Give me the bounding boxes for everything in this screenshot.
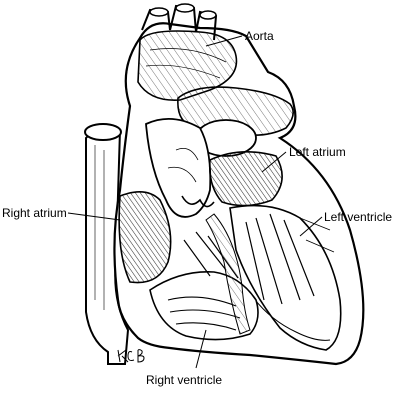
- label-right-ventricle: Right ventricle: [146, 373, 222, 387]
- septum: [205, 213, 251, 335]
- pulmonary-trunk: [177, 86, 294, 157]
- left-atrium: [208, 151, 283, 207]
- left-ventricle-leader: [299, 216, 323, 237]
- label-right-atrium: Right atrium: [2, 206, 67, 220]
- left-ventricle: [229, 204, 342, 351]
- chamber-walls: [145, 118, 215, 218]
- label-left-ventricle: Left ventricle: [324, 210, 392, 224]
- right-atrium-leader: [67, 212, 121, 221]
- leader-lines: [67, 35, 323, 369]
- label-aorta: Aorta: [245, 29, 274, 43]
- left-atrium-leader: [261, 151, 287, 173]
- label-left-atrium: Left atrium: [289, 145, 346, 159]
- right-ventricle-leader: [195, 329, 207, 369]
- aorta: [137, 3, 238, 101]
- labels: Aorta Left atrium Right atrium Left vent…: [2, 29, 392, 387]
- artist-signature: [117, 349, 145, 363]
- aorta-leader: [205, 35, 243, 47]
- right-atrium: [118, 191, 172, 284]
